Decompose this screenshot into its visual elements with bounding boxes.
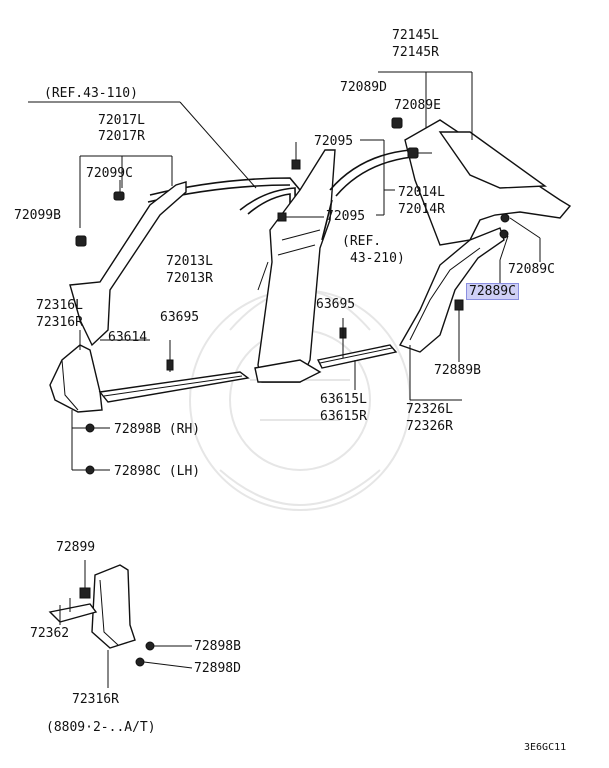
label-72316l: 72316L	[36, 298, 83, 313]
label-72095-lower: 72095	[326, 209, 366, 224]
label-ref-43-210-line2: 43-210)	[350, 251, 405, 266]
label-63695-rear: 63695	[316, 297, 356, 312]
label-72326l: 72326L	[406, 402, 453, 417]
screws-72898	[71, 410, 110, 475]
wheelhouse-trim	[398, 227, 505, 401]
label-72017r: 72017R	[98, 129, 145, 144]
label-72089d: 72089D	[340, 80, 387, 95]
label-72899: 72899	[56, 540, 96, 555]
clip-72099b	[75, 235, 87, 247]
label-72898c-lh: 72898C (LH)	[114, 464, 201, 479]
label-63615l: 63615L	[320, 392, 367, 407]
label-72014r: 72014R	[398, 202, 445, 217]
label-63695-front: 63695	[160, 310, 200, 325]
label-72145r: 72145R	[392, 45, 439, 60]
rear-scuff-plate	[316, 318, 398, 390]
label-72316r: 72316R	[36, 315, 83, 330]
inset-kick-panel	[48, 560, 193, 688]
b-pillar-trim	[254, 149, 336, 383]
label-72145l: 72145L	[392, 28, 439, 43]
label-72362: 72362	[30, 626, 70, 641]
label-63615r: 63615R	[320, 409, 367, 424]
label-72089e: 72089E	[394, 98, 441, 113]
label-72316r-inset: 72316R	[72, 692, 119, 707]
label-72898b-inset: 72898B	[194, 639, 241, 654]
label-63614: 63614	[108, 330, 148, 345]
label-72014l: 72014L	[398, 185, 445, 200]
label-72017l: 72017L	[98, 113, 145, 128]
front-scuff-plate	[98, 339, 250, 403]
label-ref-43-110: (REF.43-110)	[44, 86, 138, 101]
label-72095-upper: 72095	[314, 134, 354, 149]
label-72013l: 72013L	[166, 254, 213, 269]
ref-43-110-leader	[28, 101, 257, 189]
clip-72095-upper	[291, 142, 301, 170]
screws-72089c	[499, 213, 541, 285]
a-pillar-trim	[69, 155, 187, 347]
label-ref-43-210-line1: (REF.	[342, 234, 382, 249]
label-72089c: 72089C	[508, 262, 555, 277]
label-72099c: 72099C	[86, 166, 133, 181]
label-72013r: 72013R	[166, 271, 213, 286]
c-pillar-weatherstrip	[321, 139, 413, 241]
label-72889b: 72889B	[434, 363, 481, 378]
label-72099b: 72099B	[14, 208, 61, 223]
clip-72099c	[113, 191, 125, 201]
quarter-trim	[378, 71, 572, 246]
kick-panel	[49, 330, 103, 413]
label-72889c-highlighted[interactable]: 72889C	[466, 283, 519, 300]
label-inset-note: (8809·2-..A/T)	[46, 720, 156, 735]
label-72898b-rh: 72898B (RH)	[114, 422, 201, 437]
label-diagram-code: 3E6GC11	[524, 742, 567, 753]
label-72326r: 72326R	[406, 419, 453, 434]
label-72898d: 72898D	[194, 661, 241, 676]
